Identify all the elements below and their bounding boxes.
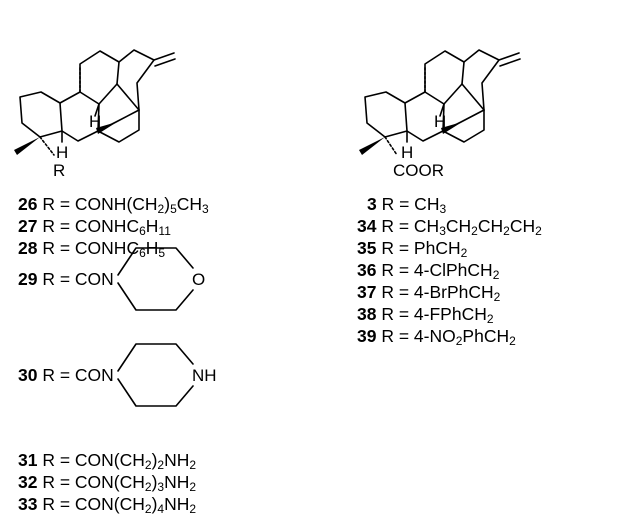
compound-label-29: 29 R = CON [18,269,114,289]
compound-number: 29 [18,269,38,289]
label-sub: 11 [158,224,171,238]
label-text: R = CON [37,365,114,385]
compound-label-31: 31 R = CON(CH2)2NH2 [18,450,197,472]
compound-label-28: 28 R = CONHC6H5 [18,238,166,260]
ring-atom-nh: NH [192,366,217,385]
compound-label-37: 37 R = 4-BrPhCH2 [357,282,501,304]
morpholine-ring: O [117,247,205,311]
compound-number: 38 [357,304,377,324]
label-sub: 2 [189,480,197,494]
label-text: NH [164,472,190,492]
label-text: R = CH [376,194,440,214]
compound-label-30: 30 R = CON [18,365,114,385]
label-sub: 2 [503,224,510,238]
label-text: PhCH [462,326,510,346]
label-sub: 3 [157,480,165,494]
label-text: R = PhCH [376,238,461,258]
label-sub: 2 [471,224,478,238]
label-text: R = 4-ClPhCH [376,260,493,280]
label-sub: 6 [139,246,146,260]
label-sub: 2 [492,268,500,282]
compound-number: 35 [357,238,377,258]
compound-label-27: 27 R = CONHC6H11 [18,216,171,238]
compound-number: 3 [367,194,377,214]
compound-number: 26 [18,194,38,214]
label-text: R = 4-FPhCH [376,304,487,324]
compound-label-36: 36 R = 4-ClPhCH2 [357,260,500,282]
label-sub: 2 [144,458,152,472]
label-sub: 2 [493,290,501,304]
label-sub: 4 [157,502,165,516]
label-text: R = CONH(CH [37,194,158,214]
label-sub: 2 [157,202,165,216]
label-text: CH [477,216,504,236]
label-sub: 2 [460,246,468,260]
compound-label-33: 33 R = CON(CH2)4NH2 [18,494,197,516]
piperazine-ring: NH [117,343,217,407]
label-sub: 2 [157,458,165,472]
label-sub: 2 [455,334,463,348]
label-text: H [145,216,159,236]
compound-number: 36 [357,260,377,280]
compound-label-32: 32 R = CON(CH2)3NH2 [18,472,197,494]
label-sub: 3 [202,202,209,216]
label-sub: 6 [139,224,146,238]
label-text: CH [509,216,536,236]
label-text: CH [445,216,472,236]
label-text: CH [176,194,203,214]
compound-label-34: 34 R = CH3CH2CH2CH2 [357,216,542,238]
compound-number: 30 [18,365,38,385]
label-text: ) [151,494,158,514]
ring-atom-o: O [192,270,205,289]
label-text: ) [164,194,171,214]
label-sub: 2 [509,334,516,348]
label-text: R = CON [37,269,114,289]
label-text: R = CON(CH [37,494,145,514]
compound-label-26: 26 R = CONH(CH2)5CH3 [18,194,209,216]
label-sub: 5 [170,202,177,216]
compound-number: 34 [357,216,377,236]
label-text: R = 4-BrPhCH [376,282,494,302]
label-sub: 2 [535,224,542,238]
label-sub: 2 [144,502,152,516]
structure-left: H H R [13,49,176,180]
atom-r: R [53,161,65,180]
atom-h-c9: H [434,112,446,131]
label-text: R = CH [376,216,440,236]
label-text: R = 4-NO [376,326,456,346]
label-text: R = CONHC [37,216,140,236]
compound-number: 37 [357,282,377,302]
label-text: R = CON(CH [37,472,145,492]
label-text: H [145,238,159,258]
structure-right: H H COOR [358,49,521,180]
label-sub: 3 [439,202,447,216]
compound-number: 31 [18,450,38,470]
atom-h-c5: H [56,143,68,162]
compound-label-38: 38 R = 4-FPhCH2 [357,304,494,326]
label-sub: 5 [158,246,166,260]
compound-number: 33 [18,494,38,514]
compound-number: 27 [18,216,38,236]
atom-coor: COOR [393,161,444,180]
label-sub: 3 [439,224,446,238]
label-text: R = CON(CH [37,450,145,470]
label-text: NH [164,494,190,514]
label-sub: 2 [189,502,197,516]
compound-label-39: 39 R = 4-NO2PhCH2 [357,326,516,348]
atom-h-c5: H [401,143,413,162]
label-sub: 2 [189,458,197,472]
compound-number: 28 [18,238,38,258]
compound-label-35: 35 R = PhCH2 [357,238,468,260]
label-text: ) [151,450,158,470]
label-sub: 2 [486,312,494,326]
label-sub: 2 [144,480,152,494]
compound-number: 32 [18,472,38,492]
label-text: NH [164,450,190,470]
label-text: R = CONHC [37,238,140,258]
label-text: ) [151,472,158,492]
compound-label-3: 3 R = CH3 [367,194,447,216]
atom-h-c9: H [89,112,101,131]
compound-number: 39 [357,326,377,346]
